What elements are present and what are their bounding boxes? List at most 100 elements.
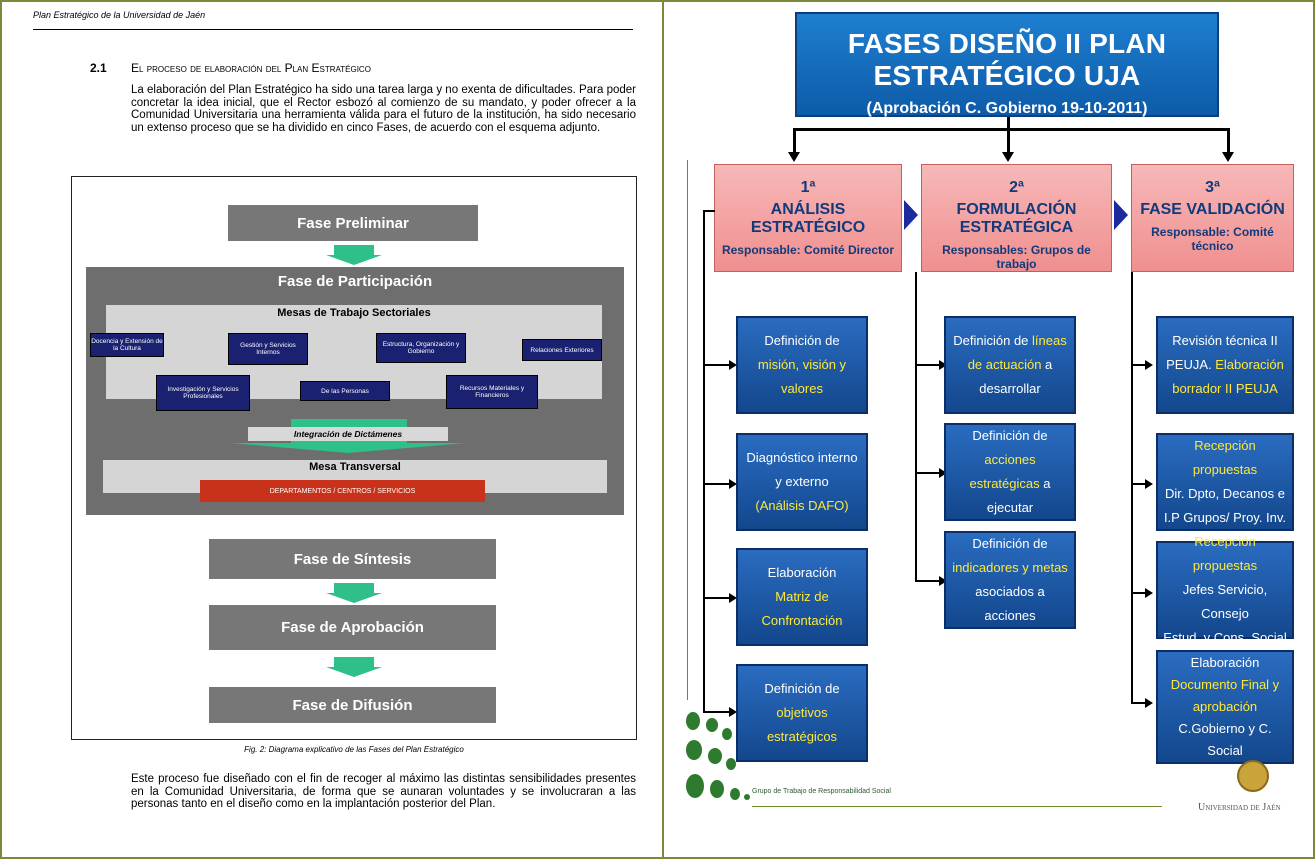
- connector: [915, 272, 917, 582]
- box-highlight: objetivos: [776, 705, 828, 720]
- fase-preliminar-box: Fase Preliminar: [228, 205, 478, 241]
- phase-number: 1ª: [800, 179, 816, 196]
- fase-participacion-title: Fase de Participación: [277, 273, 433, 290]
- fase-participacion-box: Fase de Participación Mesas de Trabajo S…: [86, 267, 624, 515]
- arrow-right-icon: [729, 593, 737, 603]
- departamentos-bar: DEPARTAMENTOS / CENTROS / SERVICIOS: [200, 480, 485, 502]
- mesas-title: Mesas de Trabajo Sectoriales: [277, 307, 431, 319]
- paragraph-closing: Este proceso fue diseñado con el fin de …: [131, 773, 636, 810]
- mesa-docencia: Docencia y Extensión de la Cultura: [90, 333, 164, 357]
- footer-rule: [752, 806, 1162, 807]
- arrow-stem: [334, 657, 374, 667]
- mesa-estructura: Estructura, Organización y Gobierno: [376, 333, 466, 363]
- arrow-right-icon: [939, 360, 947, 370]
- running-header: Plan Estratégico de la Universidad de Ja…: [33, 10, 206, 20]
- box-text: Jefes Servicio, Consejo: [1182, 582, 1268, 621]
- arrow-down-icon: [230, 443, 466, 453]
- box-highlight: (Análisis DAFO): [755, 498, 849, 513]
- connector: [915, 580, 941, 582]
- connector: [703, 364, 731, 366]
- phase-number: 3ª: [1205, 179, 1220, 196]
- phase-label: FASE VALIDACIÓN: [1140, 201, 1285, 218]
- col2-box: Definición de acciones estratégicas a ej…: [944, 423, 1076, 521]
- arrow-right-icon: [904, 200, 918, 230]
- connector: [703, 711, 731, 713]
- arrow-right-icon: [729, 707, 737, 717]
- logo-dot: [722, 728, 732, 740]
- phase-2-header: 2ª FORMULACIÓN ESTRATÉGICA Responsables:…: [921, 164, 1112, 272]
- box-text: Definición de: [764, 681, 840, 696]
- connector: [1131, 364, 1147, 366]
- box-text: a: [1039, 476, 1051, 491]
- mesa-personas: De las Personas: [300, 381, 390, 401]
- box-highlight: indicadores y metas: [952, 560, 1068, 575]
- connector: [1131, 272, 1133, 704]
- decorative-line: [687, 160, 688, 700]
- box-line: PEUJA. Elaboración: [1166, 353, 1284, 377]
- arrow-down-icon: [1002, 152, 1014, 162]
- arrow-stem: [334, 583, 374, 593]
- box-text: I.P Grupos/ Proy. Inv.: [1163, 510, 1287, 525]
- box-text: a: [1041, 357, 1053, 372]
- connector: [1227, 128, 1230, 154]
- logo-dot: [706, 718, 718, 732]
- arrow-right-icon: [1145, 698, 1153, 708]
- fase-difusion-box: Fase de Difusión: [209, 687, 496, 723]
- col2-box: Definición de líneas de actuación a desa…: [944, 316, 1076, 414]
- logo-dot: [730, 788, 740, 800]
- arrow-right-icon: [729, 360, 737, 370]
- fase-aprobacion-box: Fase de Aprobación: [209, 605, 496, 650]
- figure-caption: Fig. 2: Diagrama explicativo de las Fase…: [244, 745, 464, 754]
- logo-dot: [726, 758, 736, 770]
- box-highlight: acciones: [984, 452, 1036, 467]
- arrow-stem: [334, 245, 374, 255]
- col1-box: Diagnóstico interno y externo (Análisis …: [736, 433, 868, 531]
- connector: [915, 472, 941, 474]
- arrow-right-icon: [1145, 360, 1153, 370]
- arrow-down-icon: [326, 255, 382, 265]
- connector: [703, 210, 715, 212]
- col1-box: Definición de objetivos estratégicos: [736, 664, 868, 762]
- box-text: Elaboración: [1190, 655, 1260, 670]
- box-text: Diagnóstico interno: [746, 450, 858, 465]
- phase-number: 2ª: [1009, 179, 1024, 196]
- fase-sintesis-box: Fase de Síntesis: [209, 539, 496, 579]
- box-line: estratégicas a: [970, 472, 1051, 496]
- box-text: PEUJA.: [1166, 357, 1216, 372]
- arrow-down-icon: [326, 593, 382, 603]
- box-highlight: Documento Final y: [1170, 677, 1280, 692]
- arrow-down-icon: [788, 152, 800, 162]
- mesa-relaciones: Relaciones Exteriores: [522, 339, 602, 361]
- arrow-right-icon: [1145, 479, 1153, 489]
- box-text: Definición de: [972, 428, 1048, 443]
- phase-label: FORMULACIÓN ESTRATÉGICA: [956, 201, 1077, 236]
- box-highlight: estratégicos: [766, 729, 838, 744]
- box-text: Definición de: [953, 333, 1033, 348]
- connector: [703, 210, 705, 713]
- box-highlight: Confrontación: [761, 613, 843, 628]
- box-highlight: aprobación: [1192, 699, 1258, 714]
- arrow-down-icon: [326, 667, 382, 677]
- box-text: ejecutar: [986, 500, 1034, 515]
- col1-box: Definición de misión, visión y valores: [736, 316, 868, 414]
- connector: [1131, 702, 1147, 704]
- mesa-recursos: Recursos Materiales y Financieros: [446, 375, 538, 409]
- phase-label: ANÁLISIS ESTRATÉGICO: [750, 201, 866, 236]
- arrow-right-icon: [1145, 588, 1153, 598]
- arrow-right-icon: [939, 576, 947, 586]
- connector: [703, 483, 731, 485]
- box-text: Definición de: [972, 536, 1048, 551]
- mesa-gestion: Gestión y Servicios Internos: [228, 333, 308, 365]
- phase-responsible: Responsables: Grupos de trabajo: [942, 243, 1091, 271]
- col3-box: Revisión técnica II PEUJA. Elaboración b…: [1156, 316, 1294, 414]
- connector: [1007, 128, 1010, 154]
- mesa-transversal-title: Mesa Transversal: [309, 461, 401, 473]
- box-text: Estud. y Cons. Social: [1163, 630, 1287, 645]
- arrow-right-icon: [1114, 200, 1128, 230]
- header-rule: [33, 29, 633, 30]
- arrow-right-icon: [729, 479, 737, 489]
- logo-dot: [744, 794, 750, 800]
- connector: [793, 128, 1230, 131]
- box-line: Definición de líneas: [953, 329, 1066, 353]
